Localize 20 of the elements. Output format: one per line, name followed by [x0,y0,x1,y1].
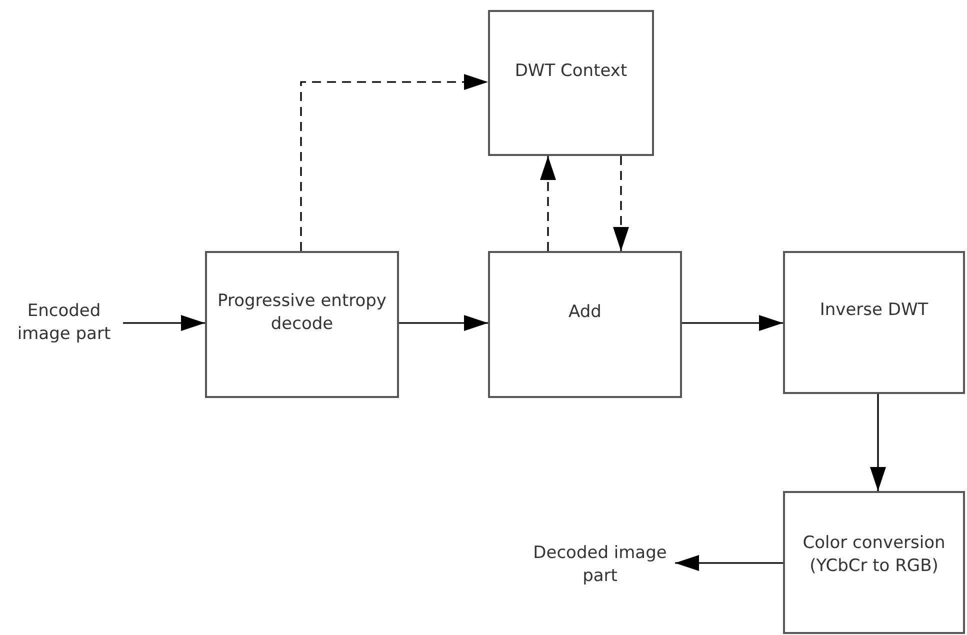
text-label: Encoded image part [16,300,112,346]
box-label: Add [568,301,602,324]
process-box [783,251,965,394]
box-label: Inverse DWT [818,299,930,322]
process-box [783,491,965,634]
box-label: DWT Context [514,60,628,82]
arrow [870,394,886,491]
dashed-arrow [300,74,488,251]
arrow [675,555,783,571]
arrow [399,315,488,331]
dashed-arrow [613,156,629,251]
arrow [682,315,783,331]
text-label: Decoded image part [532,542,668,588]
box-label: Progressive entropy decode [216,290,388,336]
process-box [205,251,399,398]
arrow [123,315,205,331]
process-box [488,251,682,398]
dashed-arrow [540,156,556,251]
process-box [488,10,654,156]
box-label: Color conversion (YCbCr to RGB) [802,532,946,578]
